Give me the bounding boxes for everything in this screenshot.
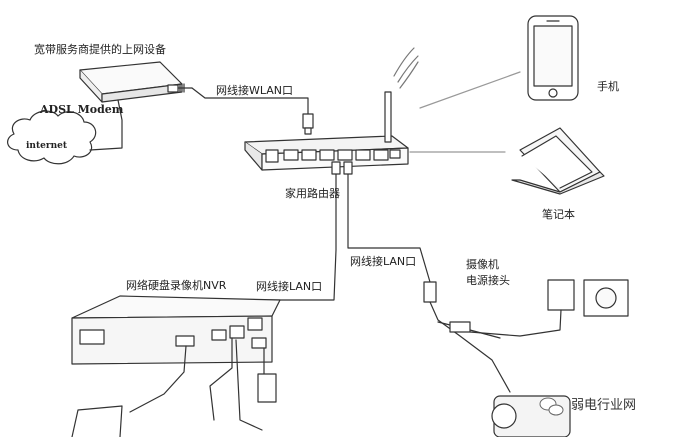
wireless-link-phone (419, 71, 521, 109)
wan-plug (302, 113, 314, 135)
wechat-icon (539, 397, 564, 416)
camera-power-label-1: 摄像机 (466, 258, 499, 271)
isp-device-label: 宽带服务商提供的上网设备 (34, 43, 166, 56)
adsl-modem (79, 61, 183, 103)
phone-icon (527, 15, 579, 101)
home-router-label: 家用路由器 (285, 187, 340, 200)
lan-cable-camera (347, 165, 431, 283)
camera-power-label-2: 电源接头 (466, 274, 510, 287)
laptop-label: 笔记本 (542, 208, 575, 221)
camera-splitter (423, 281, 511, 393)
router-antenna (384, 91, 392, 143)
phone-label: 手机 (597, 80, 619, 93)
wan-cable (191, 87, 309, 125)
power-adapter (469, 279, 575, 337)
laptop-icon (511, 127, 605, 195)
camera-icon (491, 395, 571, 437)
adsl-modem-label: ADSL Modem (40, 103, 124, 116)
internet-label: internet (26, 141, 68, 151)
nvr-label: 网络硬盘录像机NVR (126, 279, 227, 292)
lan-plugs (331, 161, 353, 175)
nvr-device (71, 295, 281, 365)
modem-connector (167, 83, 193, 93)
wifi-signal-icon (393, 47, 419, 89)
lan-cable-nvr-label: 网线接LAN口 (256, 280, 323, 293)
nvr-power-plug (257, 373, 277, 403)
internet-cloud (7, 110, 97, 165)
wall-socket (583, 279, 629, 317)
wlan-cable-label: 网线接WLAN口 (216, 84, 294, 97)
nvr-cables (129, 337, 265, 431)
monitor-icon (71, 405, 123, 437)
lan-cable-camera-label: 网线接LAN口 (350, 255, 417, 268)
modem-internet-link (89, 99, 123, 151)
watermark-text: 弱电行业网 (571, 398, 637, 413)
home-router (244, 135, 409, 171)
